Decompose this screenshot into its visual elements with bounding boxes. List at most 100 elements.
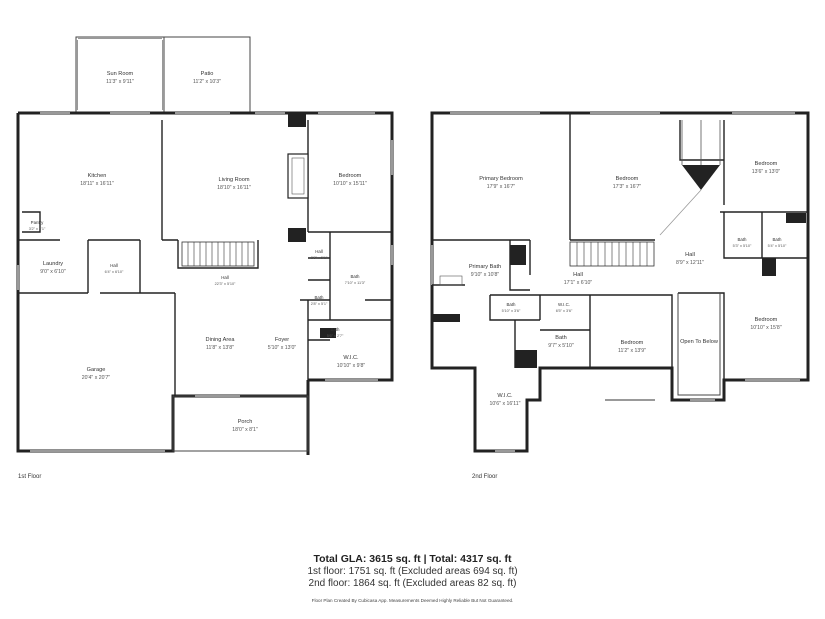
room-kitchen: Kitchen 18'11" x 16'11" <box>80 173 114 187</box>
svg-text:18'0" x 8'1": 18'0" x 8'1" <box>232 427 258 433</box>
room-patio: Patio 11'2" x 10'3" <box>193 71 221 85</box>
disclaimer: Floor Plan Created By Cubicasa App. Meas… <box>311 598 514 603</box>
room-porch: Porch 18'0" x 8'1" <box>232 419 258 433</box>
room-living-room: Living Room 18'10" x 16'11" <box>217 177 251 191</box>
svg-text:Hall: Hall <box>573 272 583 278</box>
svg-text:5'3" x 5'10": 5'3" x 5'10" <box>733 244 752 248</box>
svg-text:2'8" x 5'1": 2'8" x 5'1" <box>311 302 328 306</box>
svg-text:6'5" x 3'6": 6'5" x 3'6" <box>556 309 573 313</box>
svg-text:Bath: Bath <box>737 237 747 242</box>
first-floor <box>16 36 394 455</box>
total-area: Total GLA: 3615 sq. ft | Total: 4317 sq.… <box>313 553 512 565</box>
svg-text:10'6" x 16'11": 10'6" x 16'11" <box>490 401 521 407</box>
room-bath-2f-a: Bath 5'3" x 5'10" <box>733 237 752 248</box>
svg-text:Laundry: Laundry <box>43 261 63 267</box>
svg-text:Kitchen: Kitchen <box>88 173 107 179</box>
room-bedroom-2f-d: Bedroom 10'10" x 15'8" <box>750 317 781 331</box>
svg-text:9'10" x 10'8": 9'10" x 10'8" <box>471 272 500 278</box>
svg-text:Sun Room: Sun Room <box>107 71 134 77</box>
svg-text:22'3" x 5'10": 22'3" x 5'10" <box>215 282 236 286</box>
svg-text:Open To Below: Open To Below <box>680 339 719 345</box>
svg-text:Bath: Bath <box>506 302 516 307</box>
svg-text:11'8" x 13'8": 11'8" x 13'8" <box>206 345 234 351</box>
room-primary-bedroom: Primary Bedroom 17'9" x 16'7" <box>479 176 523 190</box>
room-wic-2f-b: W.I.C. 10'6" x 16'11" <box>490 393 521 407</box>
svg-text:20'4" x 20'7": 20'4" x 20'7" <box>82 375 111 381</box>
room-primary-bath: Primary Bath 9'10" x 10'8" <box>469 264 501 278</box>
room-hall-small: Hall 6'4" x 6'10" <box>105 263 124 274</box>
svg-text:Hall: Hall <box>110 263 118 268</box>
second-floor-area: 2nd floor: 1864 sq. ft (Excluded areas 8… <box>308 578 517 589</box>
svg-text:Hall: Hall <box>685 252 695 258</box>
svg-text:Bath: Bath <box>330 327 340 332</box>
room-foyer: Foyer 5'10" x 13'0" <box>268 337 297 351</box>
svg-text:Bath: Bath <box>314 295 324 300</box>
room-hall-tiny: Hall 2'8" x 5'1" <box>311 249 328 260</box>
svg-text:5'6" x 2'7": 5'6" x 2'7" <box>327 334 344 338</box>
room-bath-1f: Bath 7'10" x 11'3" <box>345 274 366 285</box>
svg-text:8'9" x 12'11": 8'9" x 12'11" <box>676 260 704 266</box>
svg-text:18'11" x 16'11": 18'11" x 16'11" <box>80 181 114 187</box>
room-bedroom-2f-b: Bedroom 13'6" x 13'0" <box>752 161 781 175</box>
svg-text:Hall: Hall <box>315 249 323 254</box>
room-hall-2f-b: Hall 8'9" x 12'11" <box>676 252 704 266</box>
svg-text:W.I.C.: W.I.C. <box>343 355 359 361</box>
svg-text:10'10" x 9'8": 10'10" x 9'8" <box>337 363 366 369</box>
floor-plan: Sun Room 11'3" x 9'11" Patio 11'2" x 10'… <box>16 36 810 480</box>
room-bedroom-2f-c: Bedroom 11'2" x 13'9" <box>618 340 646 354</box>
room-bath-2f-c: Bath 5'10" x 3'6" <box>502 302 521 313</box>
svg-text:W.I.C.: W.I.C. <box>497 393 513 399</box>
room-bath-2f-d: Bath 9'7" x 5'10" <box>548 335 574 349</box>
room-bath-1f-c: Bath 5'6" x 2'7" <box>327 327 344 338</box>
svg-text:Bath: Bath <box>555 335 567 341</box>
floor-label-second: 2nd Floor <box>472 474 497 480</box>
svg-text:Foyer: Foyer <box>275 337 289 343</box>
room-hall-2f-a: Hall 17'1" x 6'10" <box>564 272 593 286</box>
room-sun-room: Sun Room 11'3" x 9'11" <box>106 71 134 85</box>
svg-text:Bedroom: Bedroom <box>339 173 362 179</box>
svg-text:Bedroom: Bedroom <box>755 161 778 167</box>
floor-label-first: 1st Floor <box>18 474 41 480</box>
svg-text:9'7" x 5'10": 9'7" x 5'10" <box>548 343 574 349</box>
svg-text:10'10" x 15'11": 10'10" x 15'11" <box>333 181 367 187</box>
svg-text:2'8" x 5'1": 2'8" x 5'1" <box>311 256 328 260</box>
room-bedroom-1f: Bedroom 10'10" x 15'11" <box>333 173 367 187</box>
svg-text:5'10" x 3'6": 5'10" x 3'6" <box>502 309 521 313</box>
room-bedroom-2f-a: Bedroom 17'3" x 16'7" <box>613 176 642 190</box>
second-floor <box>430 111 810 453</box>
room-open-to-below: Open To Below <box>680 339 719 345</box>
room-bath-2f-b: Bath 5'4" x 5'10" <box>768 237 787 248</box>
room-bath-1f-b: Bath 2'8" x 5'1" <box>311 295 328 306</box>
room-hall-1f: Hall 22'3" x 5'10" <box>215 275 236 286</box>
svg-text:Porch: Porch <box>238 419 253 425</box>
svg-text:Bath: Bath <box>772 237 782 242</box>
svg-text:Patio: Patio <box>201 71 214 77</box>
room-garage: Garage 20'4" x 20'7" <box>82 367 111 381</box>
svg-text:3'2" x 4'1": 3'2" x 4'1" <box>29 227 46 231</box>
area-summary: Total GLA: 3615 sq. ft | Total: 4317 sq.… <box>0 553 825 590</box>
svg-text:17'9" x 16'7": 17'9" x 16'7" <box>487 184 516 190</box>
svg-text:Primary Bedroom: Primary Bedroom <box>479 176 523 182</box>
svg-text:Bedroom: Bedroom <box>616 176 639 182</box>
svg-text:5'10" x 13'0": 5'10" x 13'0" <box>268 345 297 351</box>
svg-text:7'10" x 11'3": 7'10" x 11'3" <box>345 281 366 285</box>
svg-text:Bedroom: Bedroom <box>755 317 778 323</box>
room-pantry: Pantry 3'2" x 4'1" <box>29 220 46 231</box>
svg-text:6'4" x 6'10": 6'4" x 6'10" <box>105 270 124 274</box>
svg-text:Bedroom: Bedroom <box>621 340 644 346</box>
first-floor-area: 1st floor: 1751 sq. ft (Excluded areas 6… <box>307 566 518 577</box>
svg-text:9'0" x 6'10": 9'0" x 6'10" <box>40 269 66 275</box>
svg-text:18'10" x 16'11": 18'10" x 16'11" <box>217 185 251 191</box>
svg-text:Garage: Garage <box>87 367 106 373</box>
svg-text:11'3" x 9'11": 11'3" x 9'11" <box>106 79 134 85</box>
svg-text:Dining Area: Dining Area <box>206 337 236 343</box>
svg-text:Living Room: Living Room <box>218 177 249 183</box>
room-wic-1f: W.I.C. 10'10" x 9'8" <box>337 355 366 369</box>
svg-text:17'1" x 6'10": 17'1" x 6'10" <box>564 280 593 286</box>
room-laundry: Laundry 9'0" x 6'10" <box>40 261 66 275</box>
svg-text:Bath: Bath <box>350 274 360 279</box>
svg-text:17'3" x 16'7": 17'3" x 16'7" <box>613 184 642 190</box>
svg-text:10'10" x 15'8": 10'10" x 15'8" <box>750 325 781 331</box>
room-dining: Dining Area 11'8" x 13'8" <box>206 337 236 351</box>
svg-text:5'4" x 5'10": 5'4" x 5'10" <box>768 244 787 248</box>
